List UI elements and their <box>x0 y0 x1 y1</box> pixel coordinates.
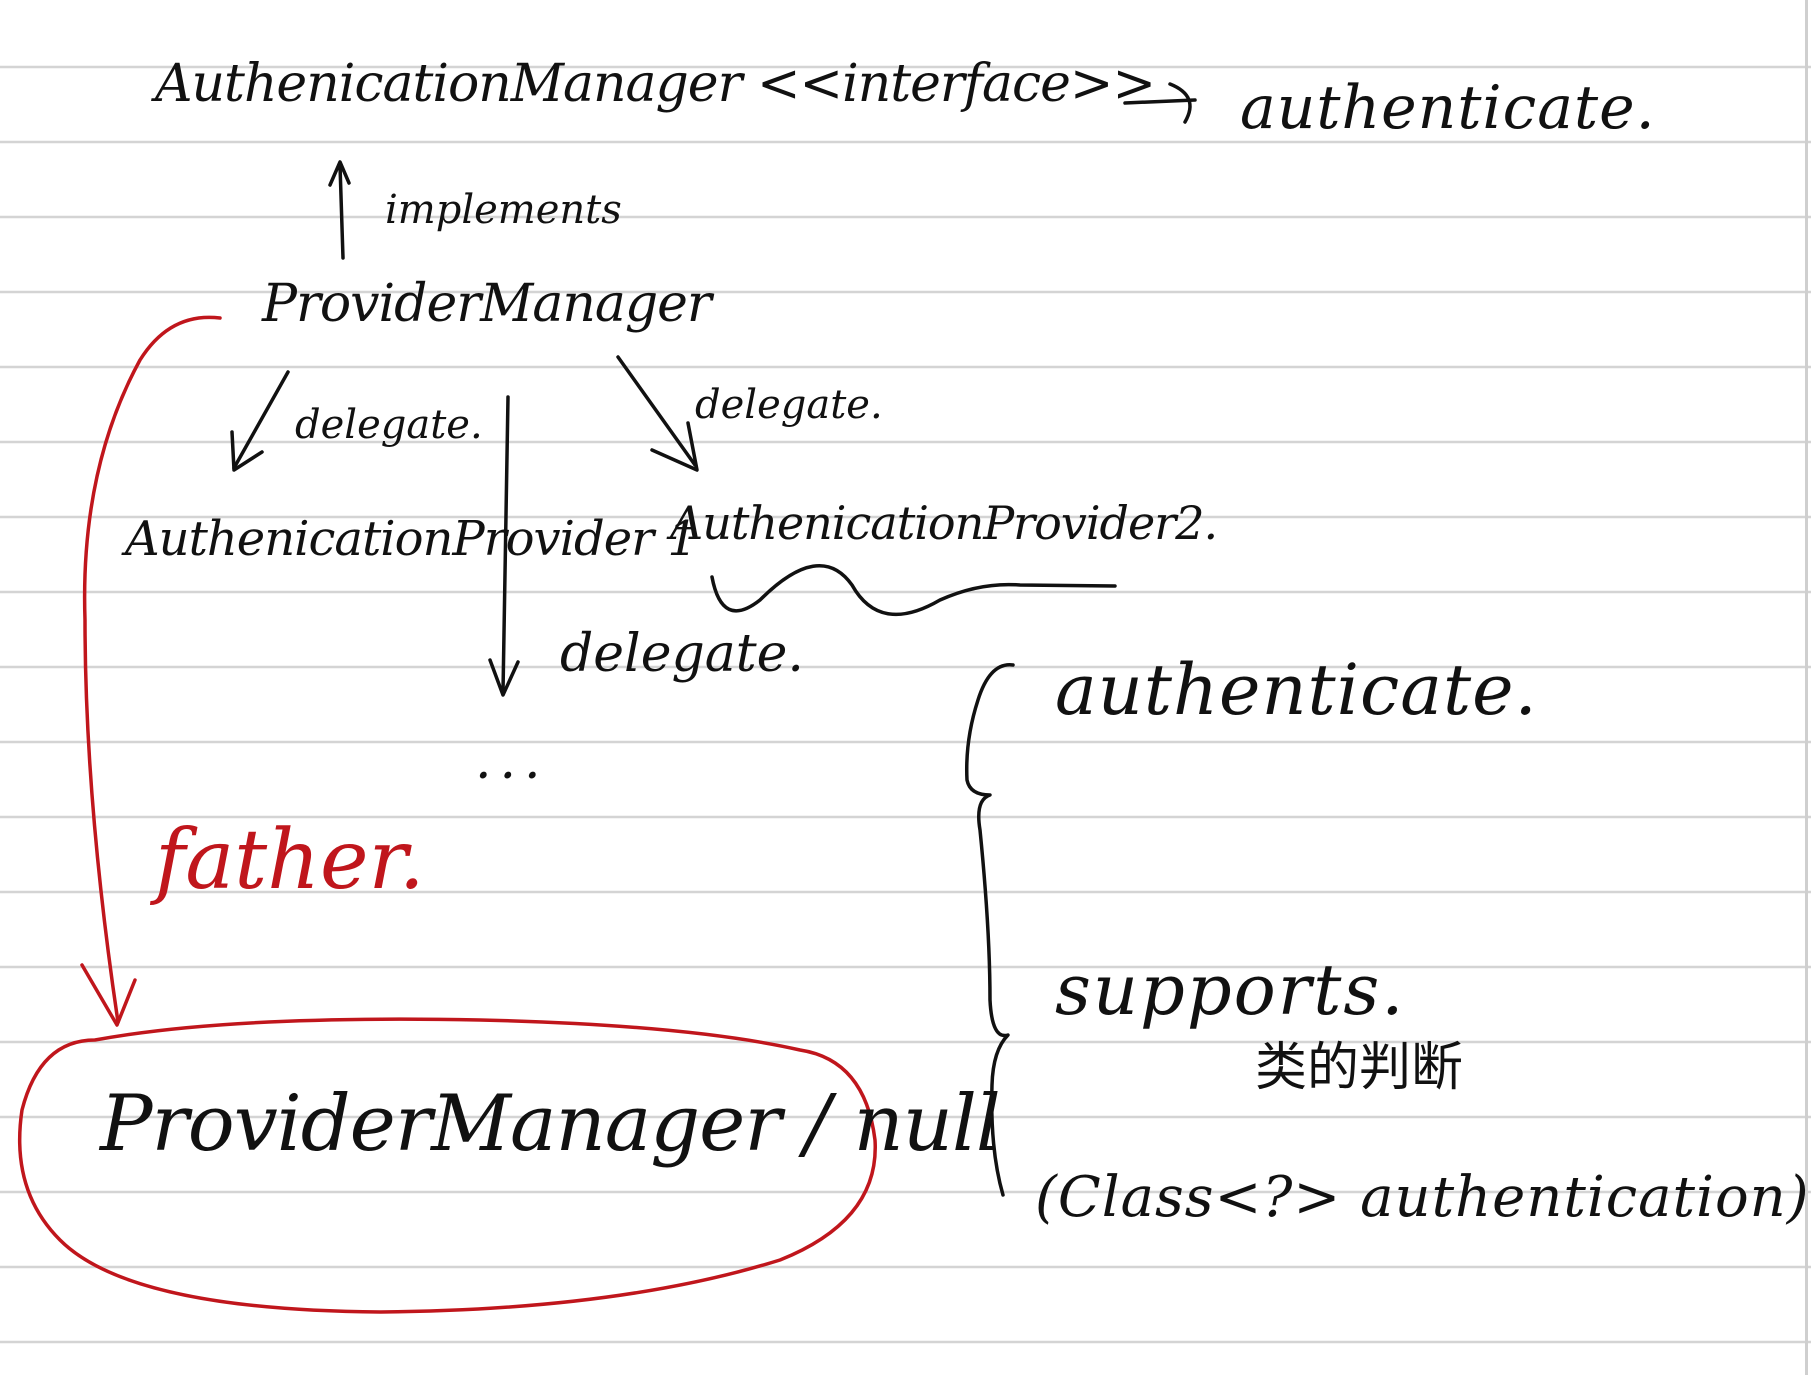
interface-node-label: AuthenicationManager <<interface>> <box>155 54 1156 114</box>
father-node-label: ProviderManager / null <box>100 1079 1001 1169</box>
supports-signature: (Class<?> authentication) <box>1035 1165 1810 1230</box>
interface-method-label: authenticate. <box>1240 73 1656 143</box>
page-margin-line <box>1805 0 1808 1375</box>
highlight-ellipse <box>18 1017 877 1314</box>
implements-label: implements <box>385 187 622 233</box>
provider-method-supports: supports. <box>1055 949 1406 1031</box>
method-arrow <box>1123 82 1197 124</box>
father-label: father. <box>155 813 425 908</box>
implementation-node-label: ProviderManager <box>262 274 712 334</box>
supports-note: 类的判断 <box>1255 1038 1464 1098</box>
provider-method-authenticate: authenticate. <box>1055 649 1538 731</box>
father-arrow <box>80 315 222 1027</box>
ellipsis-label: ... <box>475 731 549 791</box>
delegate-arrow-left <box>230 370 290 472</box>
delegate-label-left: delegate. <box>295 402 483 448</box>
provider-1-label: AuthenicationProvider 1 <box>125 511 698 567</box>
delegate-label-right: delegate. <box>695 382 883 428</box>
implements-arrow <box>328 160 351 260</box>
delegate-arrow-down <box>488 395 520 697</box>
delegate-arrow-right <box>616 355 699 472</box>
provider-2-label: AuthenicationProvider2. <box>670 496 1218 550</box>
delegate-label-down: delegate. <box>560 624 804 684</box>
squiggle-underline <box>710 563 1117 617</box>
curly-brace <box>965 663 1015 1197</box>
